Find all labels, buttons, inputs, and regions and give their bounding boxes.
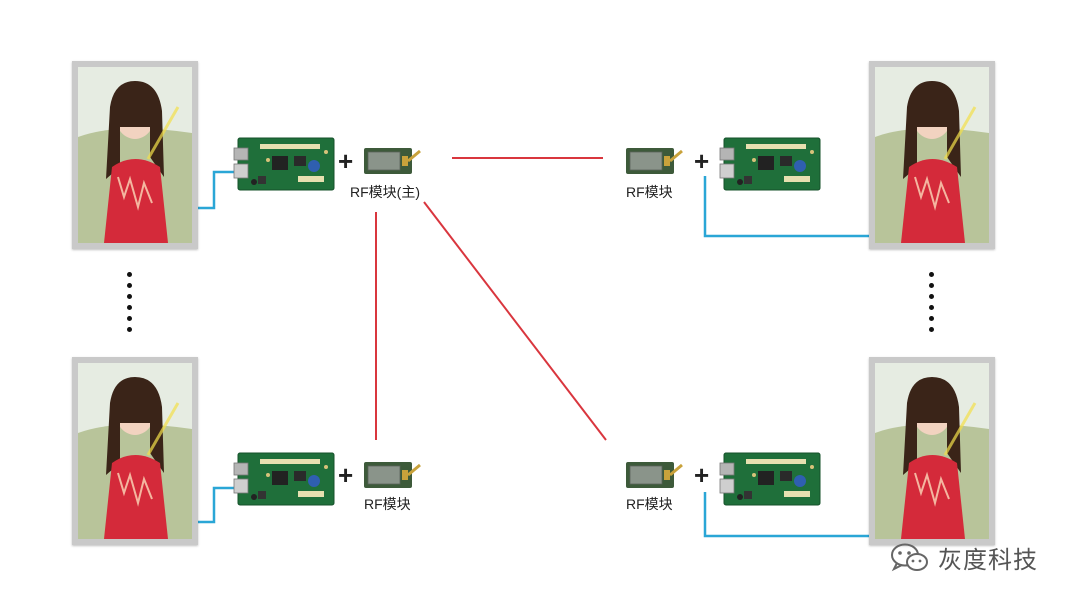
controller-board-top-right xyxy=(719,137,821,191)
cable-top-left xyxy=(196,170,238,210)
cable-bottom-left xyxy=(196,486,238,524)
display-bottom-right xyxy=(869,357,995,545)
plus-sign-top-right: + xyxy=(694,146,710,176)
more-displays-right xyxy=(929,272,935,338)
controller-board-top-left xyxy=(233,137,335,191)
plus-sign-bottom-right: + xyxy=(694,460,710,490)
plus-sign-top-left: + xyxy=(338,146,354,176)
rf-module-bottom-left xyxy=(362,460,422,490)
rf-module-bottom-right xyxy=(624,460,684,490)
more-displays-left xyxy=(127,272,133,338)
cable-top-right xyxy=(703,176,878,238)
rf-link-master-to-bottom-right xyxy=(423,201,607,441)
led-poster-display-icon xyxy=(78,363,192,539)
watermark-text: 灰度科技 xyxy=(938,547,1038,574)
controller-board-bottom-left xyxy=(233,452,335,506)
rf-module-master xyxy=(362,146,422,176)
rf-module-top-right xyxy=(624,146,684,176)
wechat-icon xyxy=(891,543,928,571)
led-poster-display-icon xyxy=(78,67,192,243)
display-bottom-left xyxy=(72,357,198,545)
cable-bottom-right xyxy=(703,492,878,538)
rf-label-bottom-left: RF模块 xyxy=(364,496,411,512)
led-poster-display-icon xyxy=(875,67,989,243)
display-top-left xyxy=(72,61,198,249)
plus-sign-bottom-left: + xyxy=(338,460,354,490)
controller-board-bottom-right xyxy=(719,452,821,506)
rf-label-bottom-right: RF模块 xyxy=(626,496,673,512)
led-poster-display-icon xyxy=(875,363,989,539)
display-top-right xyxy=(869,61,995,249)
rf-label-top-right: RF模块 xyxy=(626,184,673,200)
watermark: 灰度科技 xyxy=(890,540,1038,575)
rf-label-master: RF模块(主) xyxy=(350,184,420,200)
